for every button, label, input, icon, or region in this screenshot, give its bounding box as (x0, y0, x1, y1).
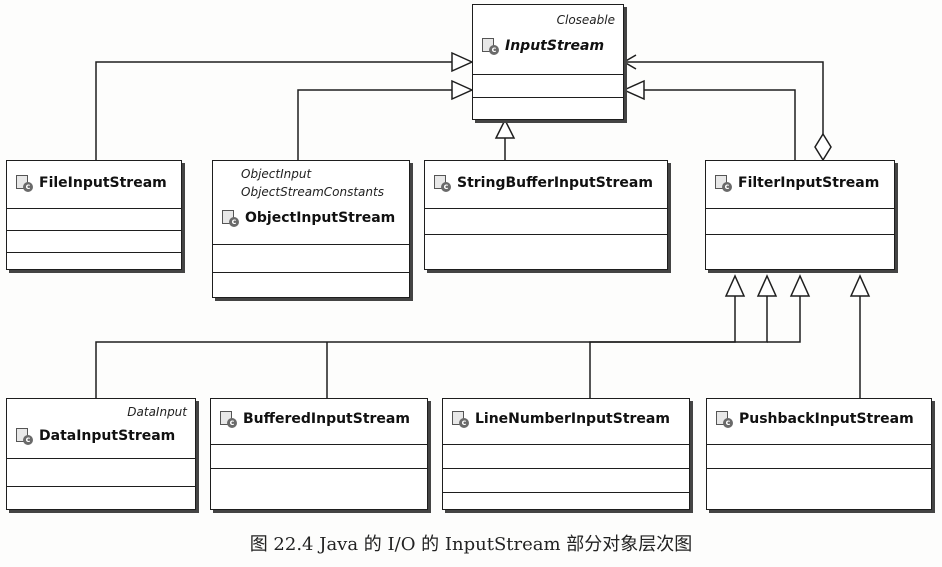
edge-data-to-filter (95, 296, 736, 398)
attributes-section (707, 445, 931, 469)
inheritance-arrowhead (789, 274, 811, 297)
stereotype-label: ObjectInput (241, 167, 312, 181)
stereotype-label: ObjectStreamConstants (241, 185, 384, 199)
attributes-section (7, 209, 181, 231)
class-bufferedinputstream[interactable]: c BufferedInputStream (210, 398, 428, 510)
inheritance-arrowhead (724, 274, 746, 297)
class-name: c FileInputStream (15, 174, 167, 192)
operations-section (211, 469, 427, 507)
class-name: c LineNumberInputStream (451, 410, 670, 428)
attributes-section (7, 459, 195, 487)
class-icon: c (15, 427, 33, 445)
inheritance-arrowhead (622, 79, 645, 101)
operations-section (443, 469, 689, 493)
class-header: c BufferedInputStream (211, 399, 427, 445)
class-header: c FilterInputStream (706, 161, 894, 209)
class-icon: c (15, 174, 33, 192)
edge-object-to-inputstream (297, 89, 452, 160)
class-icon: c (433, 174, 451, 192)
class-linenumberinputstream[interactable]: c LineNumberInputStream (442, 398, 690, 510)
edge-branch-filter (767, 296, 801, 343)
operations-section (7, 487, 195, 507)
attributes-section (211, 445, 427, 469)
class-header: ObjectInput ObjectStreamConstants c Obje… (213, 161, 409, 245)
operations-section (7, 231, 181, 253)
class-objectinputstream[interactable]: ObjectInput ObjectStreamConstants c Obje… (212, 160, 410, 298)
class-name: c ObjectInputStream (221, 209, 395, 227)
class-icon: c (451, 410, 469, 428)
class-datainputstream[interactable]: DataInput c DataInputStream (6, 398, 196, 510)
inheritance-arrowhead (849, 274, 871, 297)
class-inputstream[interactable]: Closeable c InputStream (472, 4, 624, 120)
class-header: c PushbackInputStream (707, 399, 931, 445)
class-icon: c (715, 410, 733, 428)
class-header: c FileInputStream (7, 161, 181, 209)
class-icon: c (221, 209, 239, 227)
class-header: Closeable c InputStream (473, 5, 623, 75)
class-name: c BufferedInputStream (219, 410, 410, 428)
attributes-section (213, 245, 409, 273)
class-name: c StringBufferInputStream (433, 174, 653, 192)
class-header: DataInput c DataInputStream (7, 399, 195, 459)
extra-section (7, 253, 181, 267)
class-icon: c (481, 37, 499, 55)
class-name: c InputStream (481, 37, 604, 55)
class-header: c StringBufferInputStream (425, 161, 667, 209)
attributes-section (443, 445, 689, 469)
inheritance-arrowhead (494, 118, 516, 139)
inheritance-arrowhead (756, 274, 778, 297)
inheritance-arrowhead (451, 51, 474, 73)
class-pushbackinputstream[interactable]: c PushbackInputStream (706, 398, 932, 510)
edge-file-to-inputstream (95, 61, 452, 160)
operations-section (473, 98, 623, 118)
extra-section (443, 493, 689, 507)
class-header: c LineNumberInputStream (443, 399, 689, 445)
stereotype-label: DataInput (127, 405, 187, 419)
stereotype-label: Closeable (556, 13, 615, 27)
class-name: c FilterInputStream (714, 174, 879, 192)
edge-filter-to-inputstream (644, 89, 796, 160)
attributes-section (473, 75, 623, 98)
aggregation-diamond (814, 132, 832, 162)
class-filterinputstream[interactable]: c FilterInputStream (705, 160, 895, 270)
aggregation-arrow-tip (622, 54, 637, 70)
class-name: c PushbackInputStream (715, 410, 914, 428)
inheritance-arrowhead (451, 79, 474, 101)
figure-caption: 图 22.4 Java 的 I/O 的 InputStream 部分对象层次图 (249, 534, 693, 555)
class-name: c DataInputStream (15, 427, 175, 445)
operations-section (213, 273, 409, 295)
edge-linenumber-to-filter (589, 296, 768, 398)
attributes-section (425, 209, 667, 235)
class-stringbufferinputstream[interactable]: c StringBufferInputStream (424, 160, 668, 270)
operations-section (425, 235, 667, 267)
class-fileinputstream[interactable]: c FileInputStream (6, 160, 182, 270)
edge-filter-aggregation (624, 61, 824, 134)
operations-section (706, 235, 894, 267)
class-icon: c (714, 174, 732, 192)
attributes-section (706, 209, 894, 235)
class-icon: c (219, 410, 237, 428)
operations-section (707, 469, 931, 507)
